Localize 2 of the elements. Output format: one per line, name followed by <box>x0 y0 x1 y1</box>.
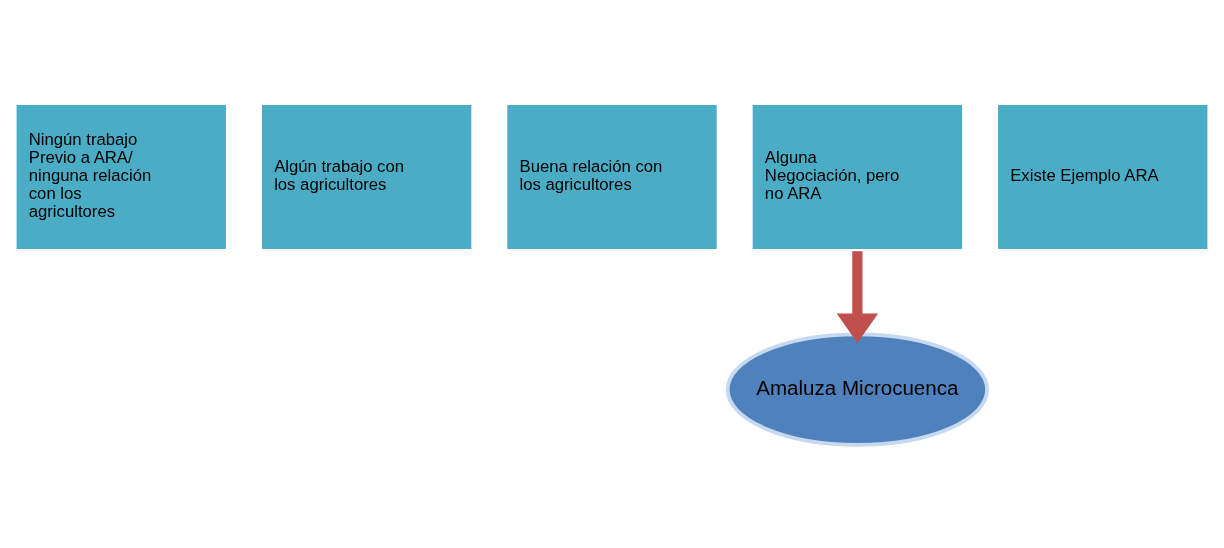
arrow <box>836 251 879 344</box>
node-ellipse: Amaluza Microcuenca <box>725 332 990 447</box>
